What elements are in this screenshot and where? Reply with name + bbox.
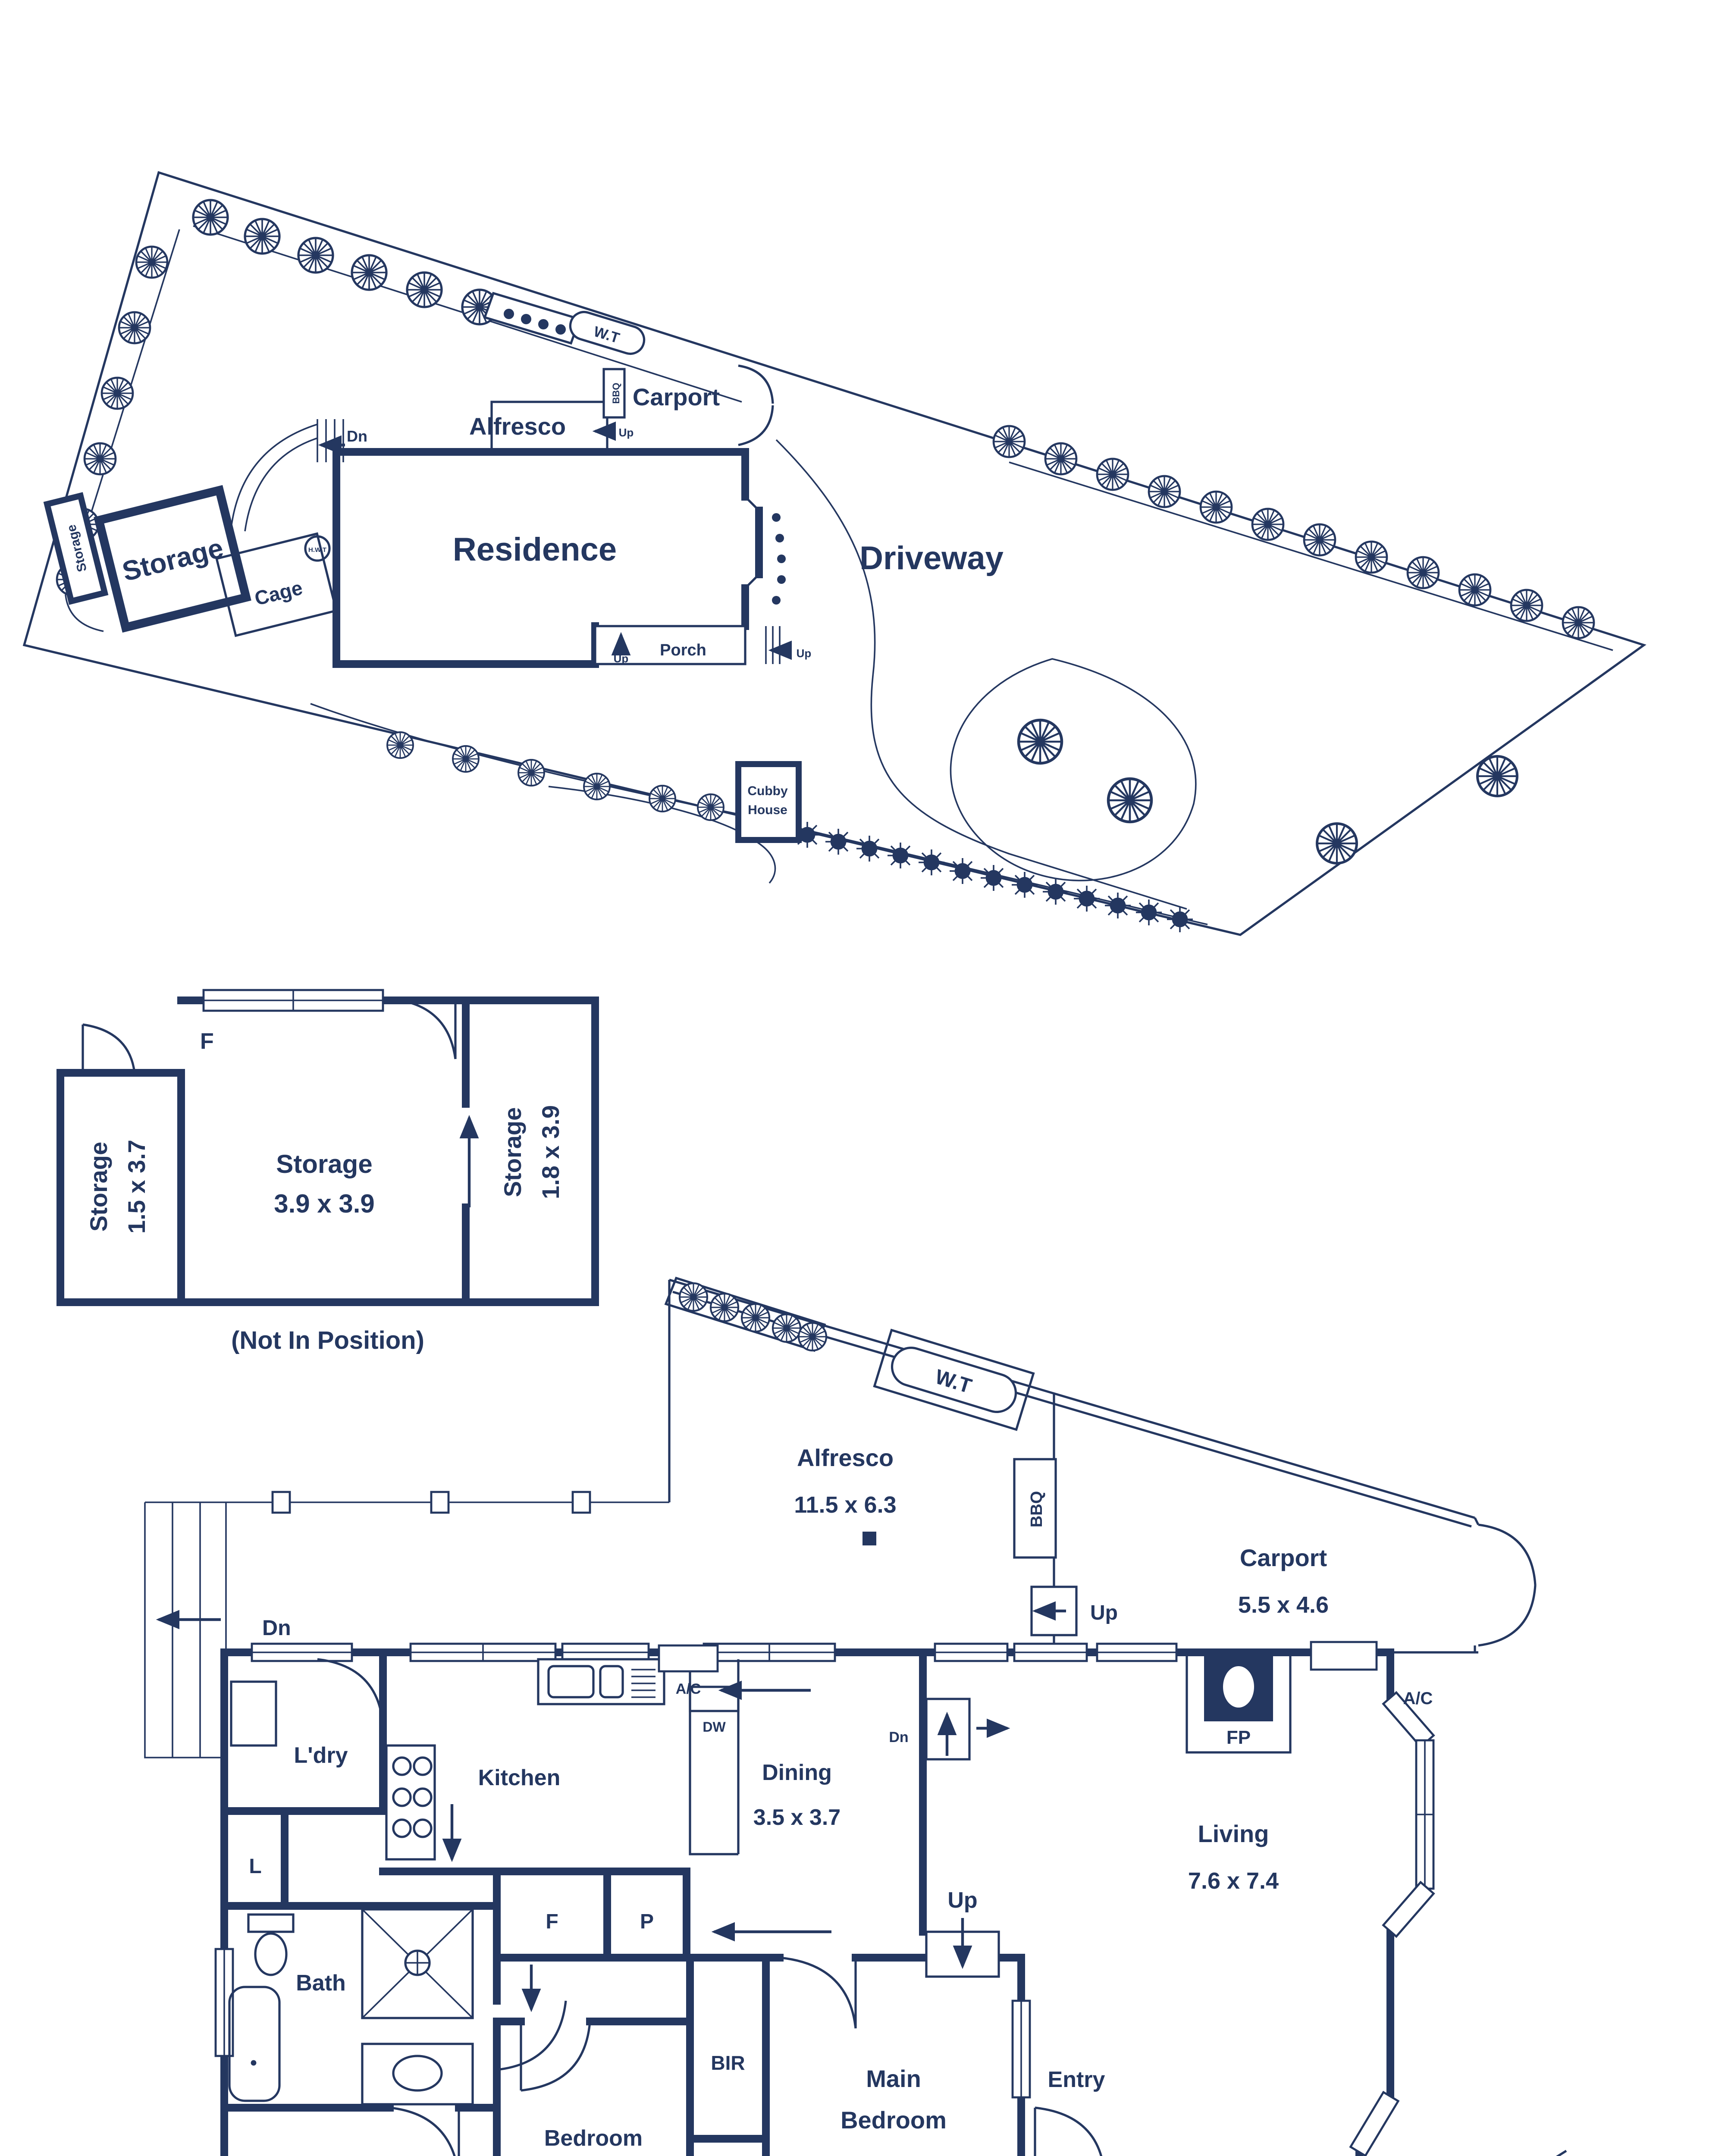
svg-text:House: House bbox=[748, 803, 787, 817]
svg-text:FP: FP bbox=[1226, 1727, 1251, 1748]
svg-text:H.W.T: H.W.T bbox=[308, 546, 327, 554]
site-dn-label: Dn bbox=[347, 427, 367, 445]
site-residence: Residence Porch Up Up bbox=[332, 448, 812, 668]
ac-unit-2 bbox=[1310, 1641, 1378, 1671]
pantry-label: P bbox=[640, 1910, 654, 1933]
bush-row bbox=[762, 814, 1194, 933]
svg-text:Cage: Cage bbox=[252, 576, 305, 610]
floor-plan: W.T BBQ Dn Up Alfresco 11.5 x 6.3 Carpor… bbox=[144, 1276, 1567, 2156]
site-porch-label: Porch bbox=[660, 641, 706, 659]
alfresco-trees bbox=[680, 1283, 826, 1351]
laundry-label: L'dry bbox=[294, 1743, 348, 1768]
living-dims: 7.6 x 7.4 bbox=[1188, 1868, 1279, 1894]
windows bbox=[214, 1642, 1178, 2099]
fireplace: FP bbox=[1186, 1651, 1292, 1754]
carport-dims: 5.5 x 4.6 bbox=[1238, 1592, 1329, 1618]
water-tank: W.T bbox=[873, 1329, 1035, 1431]
bedroom2-label: Bedroom bbox=[544, 2126, 643, 2151]
site-boundary bbox=[22, 171, 1647, 936]
entry-label: Entry bbox=[1048, 2067, 1105, 2092]
living-label: Living bbox=[1198, 1820, 1269, 1847]
ac-label-2: A/C bbox=[1403, 1689, 1433, 1708]
site-residence-label: Residence bbox=[453, 531, 617, 568]
site-alfresco: Alfresco W.T BBQ Up Carport H.W.T Dn bbox=[230, 291, 774, 562]
svg-text:BBQ: BBQ bbox=[1028, 1491, 1046, 1527]
site-carport-label: Carport bbox=[633, 383, 720, 411]
deck-stairs: Dn bbox=[144, 1491, 669, 1758]
porch-steps: Up bbox=[1556, 2150, 1567, 2156]
site-alfresco-label: Alfresco bbox=[469, 413, 566, 440]
dn-step-label: Dn bbox=[889, 1729, 908, 1745]
living-step: Up bbox=[925, 1888, 1000, 1978]
dining-step: Dn bbox=[889, 1698, 1010, 1761]
fridge-label: F bbox=[546, 1910, 558, 1933]
dishwasher-label: DW bbox=[703, 1719, 726, 1735]
ac-label-1: A/C bbox=[676, 1681, 701, 1697]
storage-right-dims: 1.8 x 3.9 bbox=[537, 1105, 564, 1199]
bath-fixtures bbox=[228, 1908, 474, 2106]
up-living-label: Up bbox=[947, 1888, 977, 1913]
kitchen-label: Kitchen bbox=[478, 1765, 561, 1790]
site-water-tank: W.T bbox=[569, 311, 646, 355]
driveway-outline bbox=[548, 439, 1197, 910]
svg-text:BBQ: BBQ bbox=[611, 383, 621, 404]
site-storage-small: Storage bbox=[43, 492, 109, 605]
site-bbq bbox=[602, 368, 626, 419]
site-driveway-label: Driveway bbox=[859, 540, 1004, 577]
dining-dims: 3.5 x 3.7 bbox=[753, 1805, 841, 1830]
carport-label: Carport bbox=[1240, 1544, 1327, 1571]
tree-row-bottom bbox=[386, 731, 724, 821]
linen-label: L bbox=[249, 1855, 261, 1878]
site-up-alfresco: Up bbox=[619, 426, 634, 439]
alfresco-dims: 11.5 x 6.3 bbox=[794, 1492, 896, 1518]
main-bedroom-line1: Main bbox=[866, 2065, 921, 2092]
island-trees bbox=[1019, 720, 1517, 863]
svg-text:Cubby: Cubby bbox=[747, 784, 788, 798]
bay-window bbox=[1349, 1691, 1435, 2156]
bbq bbox=[1013, 1458, 1057, 1559]
site-up-porch: Up bbox=[614, 652, 629, 665]
doors bbox=[317, 1658, 1103, 2156]
site-cubby-house: Cubby House bbox=[735, 761, 802, 843]
storage-caption: (Not In Position) bbox=[231, 1326, 424, 1354]
site-up-steps: Up bbox=[797, 647, 812, 660]
site-storage-shed: Storage bbox=[94, 485, 251, 633]
storage-left-name: Storage bbox=[85, 1142, 112, 1232]
bir1-label: BIR bbox=[711, 2052, 745, 2074]
ac-unit-1 bbox=[658, 1644, 719, 1673]
storage-main-dims: 3.9 x 3.9 bbox=[274, 1189, 375, 1218]
site-plan: Residence Porch Up Up Alfresco W.T BBQ U… bbox=[22, 171, 1647, 936]
dn-deck-label: Dn bbox=[262, 1616, 291, 1640]
storage-main-name: Storage bbox=[276, 1150, 372, 1178]
storage-right-name: Storage bbox=[499, 1107, 526, 1197]
main-bedroom-line2: Bedroom bbox=[841, 2106, 947, 2134]
alfresco-label: Alfresco bbox=[797, 1444, 894, 1471]
storage-unit: F Storage 1.5 x 3.7 Storage 3.9 x 3.9 St… bbox=[56, 989, 599, 1354]
cooktop bbox=[385, 1744, 436, 1861]
dining-label: Dining bbox=[762, 1760, 832, 1785]
pantry bbox=[603, 1868, 690, 1962]
kitchen-sink bbox=[537, 1658, 665, 1705]
laundry-trough bbox=[230, 1680, 277, 1747]
storage-fridge-label: F bbox=[200, 1029, 214, 1054]
bath-label: Bath bbox=[296, 1971, 346, 1996]
storage-left-dims: 1.5 x 3.7 bbox=[123, 1140, 150, 1234]
up-carport-label: Up bbox=[1090, 1601, 1118, 1624]
alfresco-post bbox=[862, 1532, 876, 1545]
main-bedroom-dims: 3.7 x 3.9 bbox=[848, 2153, 939, 2156]
